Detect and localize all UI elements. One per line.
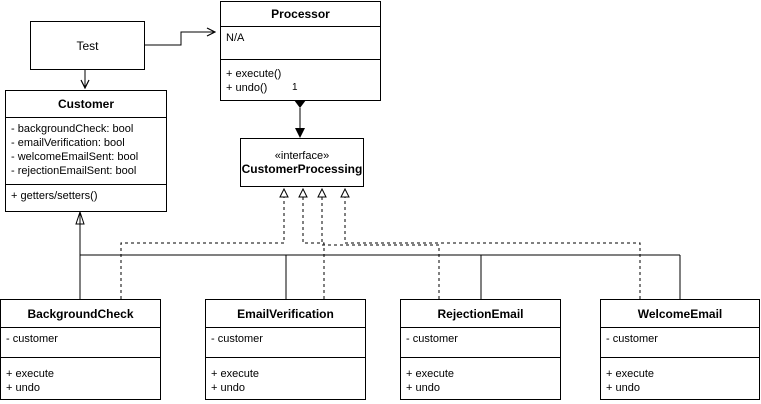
processor-attributes: N/A (221, 27, 380, 59)
processor-title: Processor (221, 2, 380, 27)
customer-title: Customer (6, 91, 166, 118)
email-verification-title: EmailVerification (206, 300, 365, 328)
email-verification-attributes: - customer (206, 328, 365, 357)
background-check-class[interactable]: BackgroundCheck - customer + execute + u… (0, 299, 161, 400)
customer-attribute: - emailVerification: bool (11, 137, 125, 149)
welcome-email-methods: + execute + undo (601, 357, 759, 399)
composition-multiplicity: 1 (292, 82, 298, 93)
welcome-email-method: + undo (606, 382, 640, 394)
customer-class[interactable]: Customer - backgroundCheck: bool - email… (5, 90, 167, 212)
rejection-email-methods: + execute + undo (401, 357, 560, 399)
email-verification-method: + undo (211, 382, 245, 394)
customer-association-lines (79, 212, 681, 299)
customer-methods: + getters/setters() (6, 184, 166, 207)
processor-class[interactable]: Processor N/A + execute() + undo() (220, 1, 381, 101)
customer-attribute: - backgroundCheck: bool (11, 123, 134, 135)
processor-methods: + execute() + undo() (221, 59, 380, 99)
email-verification-method: + execute (211, 368, 260, 380)
background-check-title: BackgroundCheck (1, 300, 160, 328)
welcome-email-title: WelcomeEmail (601, 300, 759, 328)
interface-name: CustomerProcessing (241, 161, 363, 176)
rejection-email-attribute: - customer (406, 333, 458, 345)
processor-method-execute: + execute() (226, 68, 282, 80)
email-verification-attribute: - customer (211, 333, 263, 345)
background-check-method: + undo (6, 382, 40, 394)
customer-attribute: - welcomeEmailSent: bool (11, 151, 139, 163)
welcome-email-attributes: - customer (601, 328, 759, 357)
welcome-email-method: + execute (606, 368, 655, 380)
processor-attribute: N/A (226, 32, 245, 44)
processor-method-undo: + undo() (226, 82, 268, 94)
customer-attributes: - backgroundCheck: bool - emailVerificat… (6, 118, 166, 184)
welcome-email-attribute: - customer (606, 333, 658, 345)
customer-processing-interface[interactable]: «interface» CustomerProcessing (240, 138, 364, 187)
customer-method: + getters/setters() (11, 190, 98, 202)
background-check-methods: + execute + undo (1, 357, 160, 399)
customer-attribute: - rejectionEmailSent: bool (11, 165, 137, 177)
interface-stereotype: «interface» (274, 149, 330, 162)
rejection-email-method: + execute (406, 368, 455, 380)
rejection-email-method: + undo (406, 382, 440, 394)
rejection-email-class[interactable]: RejectionEmail - customer + execute + un… (400, 299, 561, 400)
rejection-email-title: RejectionEmail (401, 300, 560, 328)
background-check-attributes: - customer (1, 328, 160, 357)
welcome-email-class[interactable]: WelcomeEmail - customer + execute + undo (600, 299, 760, 400)
test-to-processor-association (145, 32, 215, 46)
test-box[interactable]: Test (30, 21, 145, 70)
email-verification-class[interactable]: EmailVerification - customer + execute +… (205, 299, 366, 400)
test-label: Test (76, 38, 99, 53)
realization-lines (120, 197, 641, 299)
realization-arrowheads (279, 187, 350, 198)
customer-arrowhead (75, 210, 85, 225)
rejection-email-attributes: - customer (401, 328, 560, 357)
email-verification-methods: + execute + undo (206, 357, 365, 399)
background-check-method: + execute (6, 368, 55, 380)
background-check-attribute: - customer (6, 333, 58, 345)
